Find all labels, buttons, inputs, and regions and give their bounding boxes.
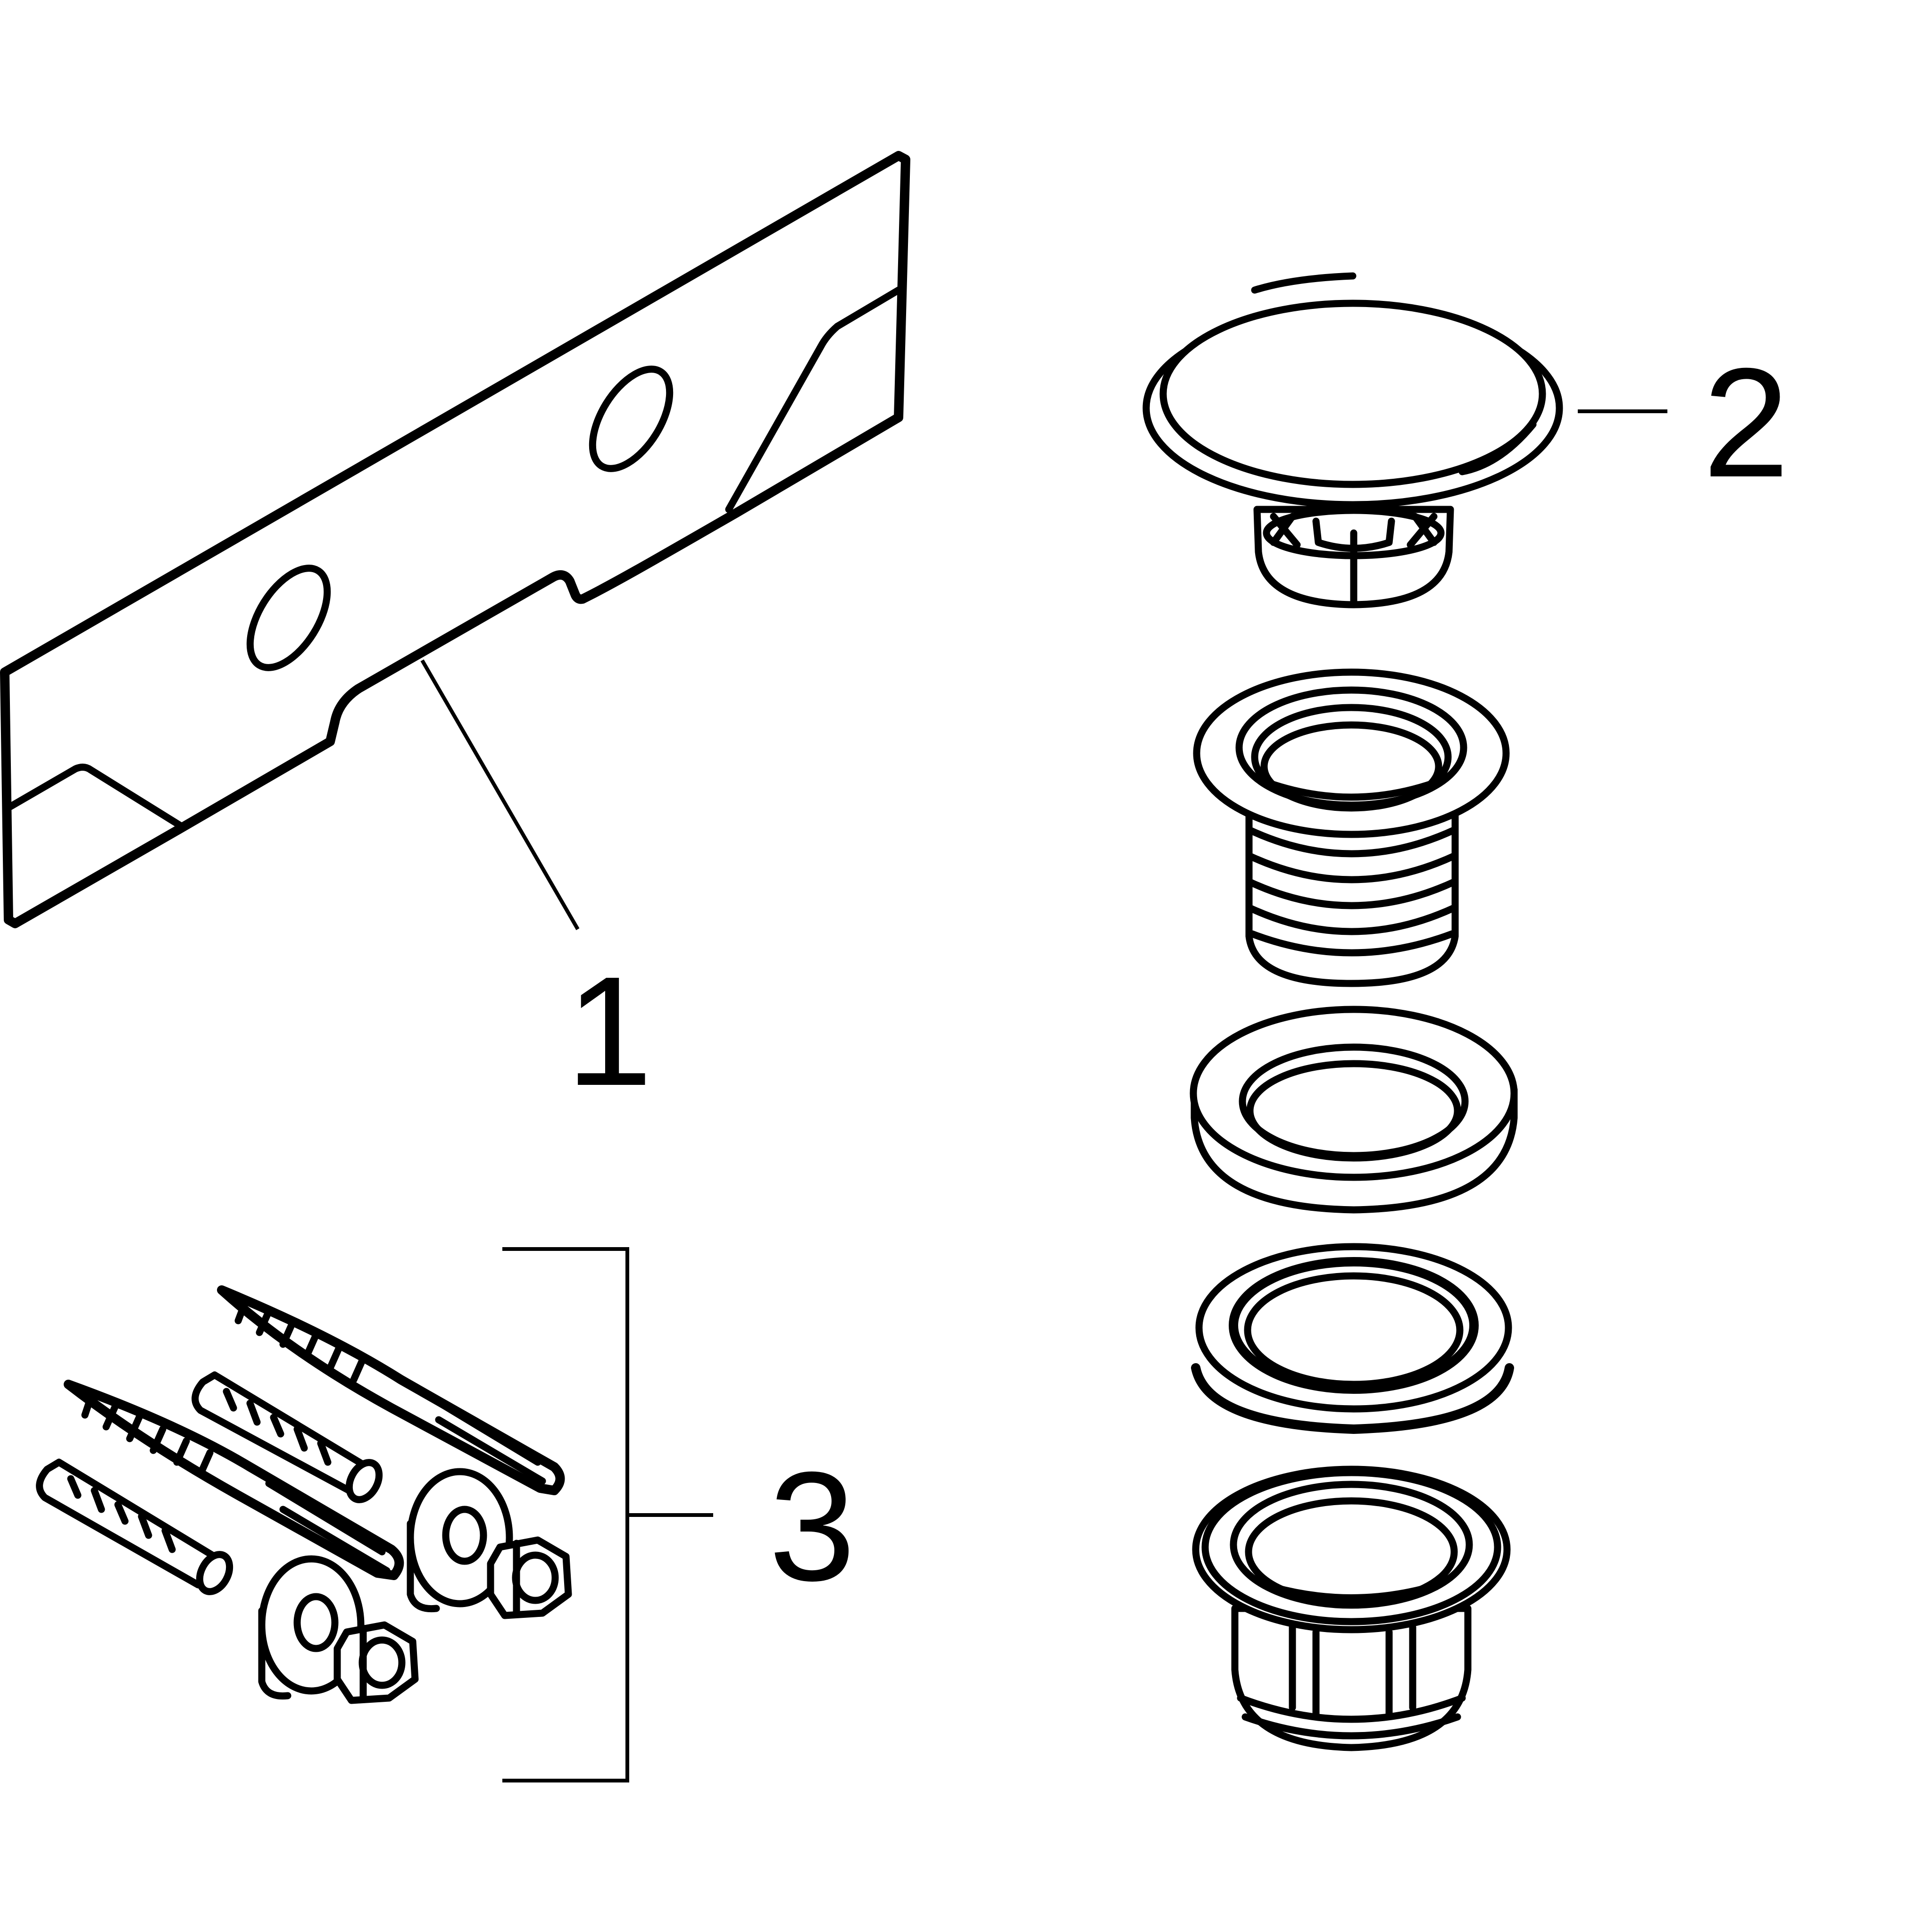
mounting-plate-icon xyxy=(0,151,910,931)
threaded-body xyxy=(1193,668,1510,987)
wood-screw-lower xyxy=(64,1380,404,1580)
gasket xyxy=(1191,1243,1514,1434)
cap-stem xyxy=(1253,506,1454,608)
callout-label-3: 3 xyxy=(769,1439,856,1613)
bracket xyxy=(502,1247,629,1782)
nut xyxy=(1192,1466,1511,1751)
wood-screw-upper xyxy=(217,1285,565,1495)
hex-nut-lower xyxy=(333,1621,419,1704)
drain-valve-assembly-icon xyxy=(1142,272,1667,1751)
callout-label-1: 1 xyxy=(566,944,653,1118)
fixing-kit-icon xyxy=(36,1247,713,1782)
cap xyxy=(1142,272,1563,508)
washer xyxy=(1190,1006,1518,1214)
callout-label-2: 2 xyxy=(1703,335,1790,509)
wall-plug-lower xyxy=(36,1458,233,1595)
hex-nut-upper xyxy=(487,1536,572,1619)
washer-upper xyxy=(407,1468,513,1613)
wall-plug-upper xyxy=(192,1371,383,1503)
